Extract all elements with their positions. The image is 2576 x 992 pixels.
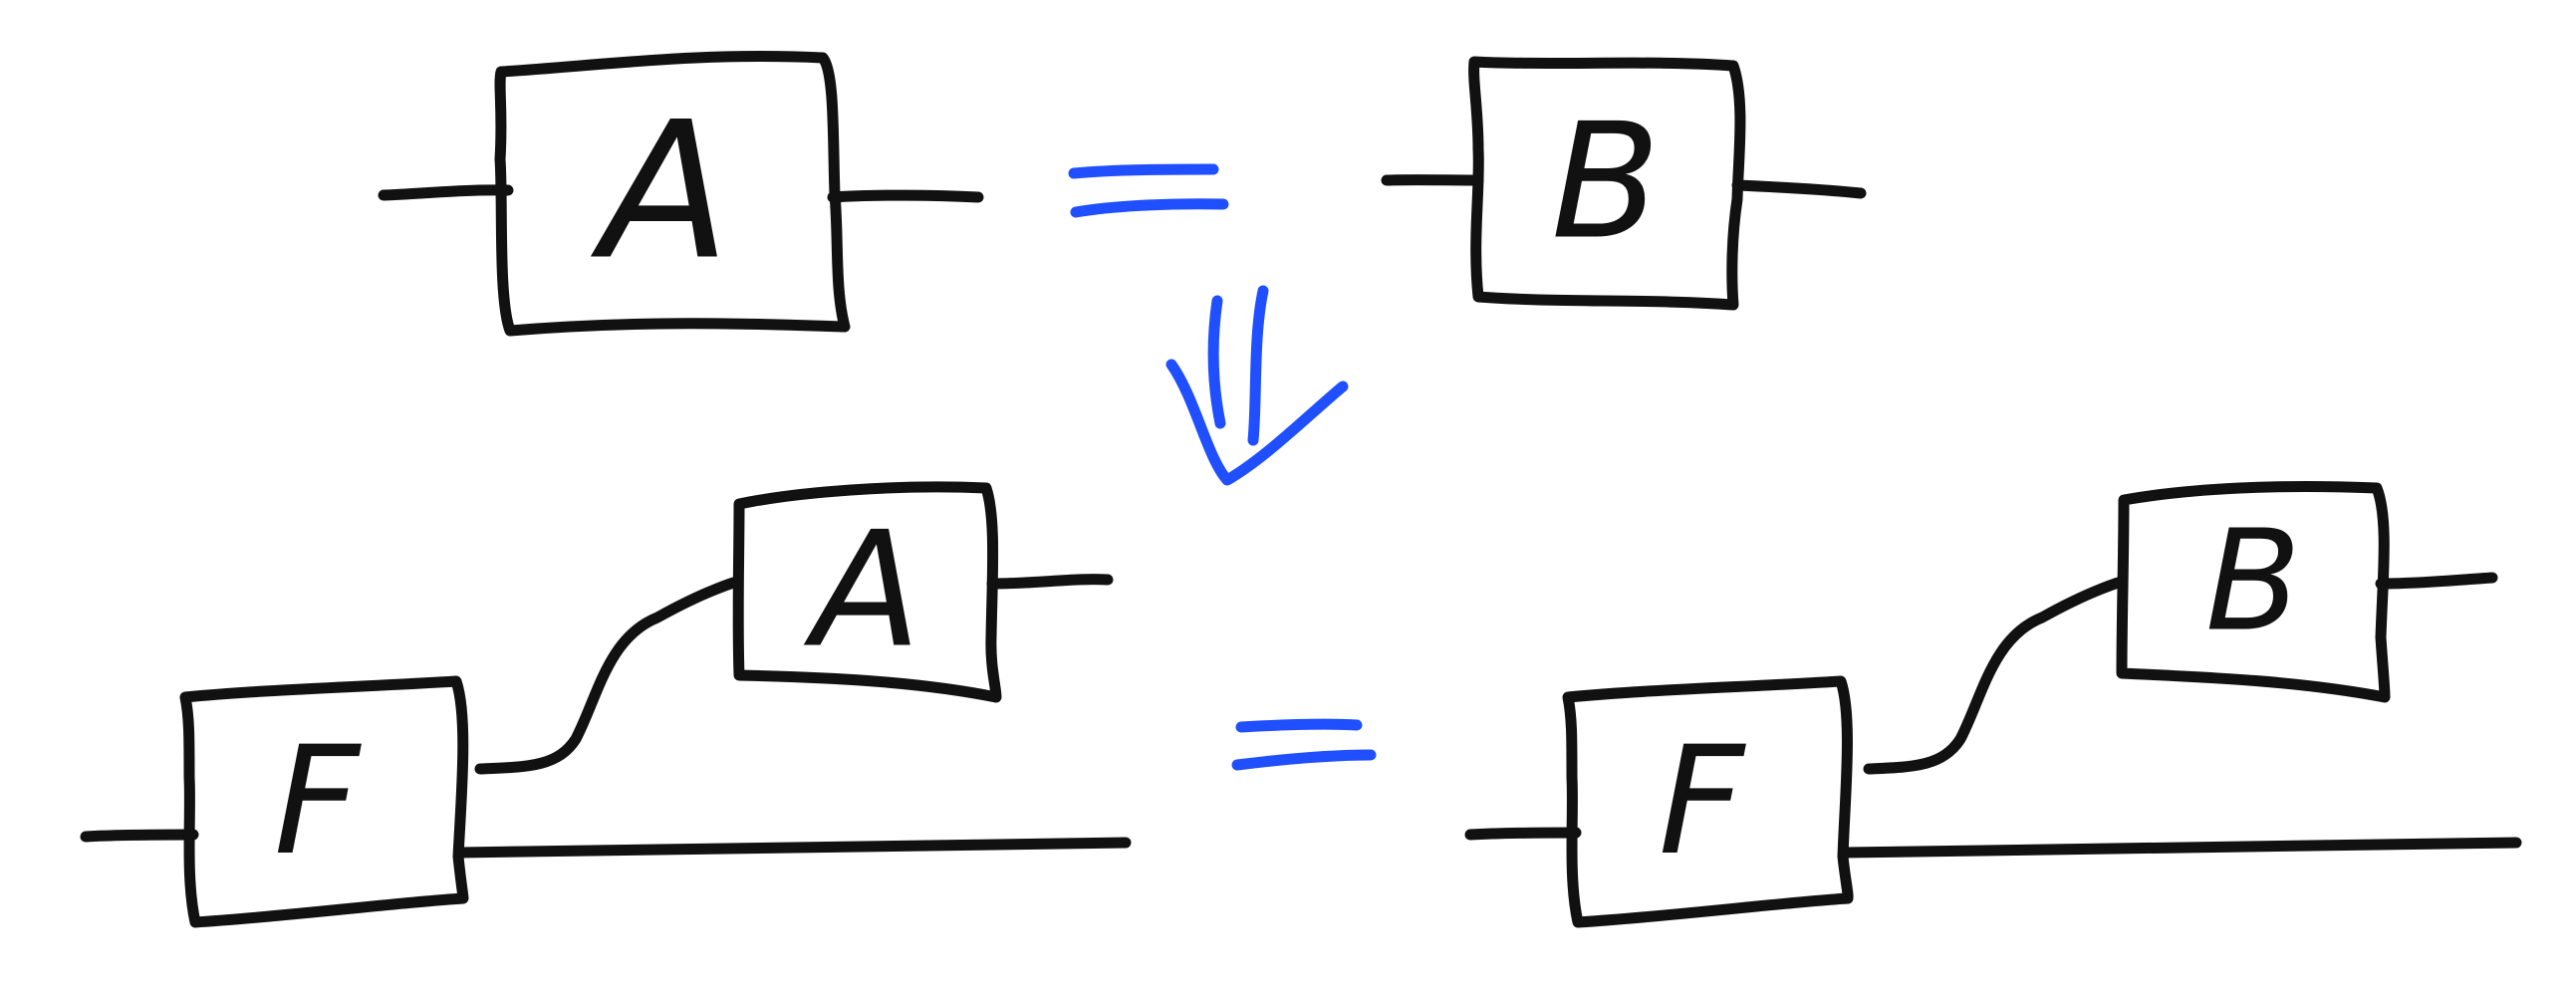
bottom-right-diagram: F B (1464, 481, 2522, 928)
bottom-left-a-box (732, 481, 1002, 703)
bottom-right-lower-wire (1839, 837, 2522, 859)
bottom-left-output-wire (986, 574, 1114, 590)
top-right-diagram: B (1381, 56, 1867, 311)
bottom-right-f-label: F (1659, 715, 1747, 888)
bottom-left-lower-wire (454, 837, 1132, 859)
bottom-right-output-wire (2375, 572, 2498, 590)
bottom-right-b-box (2116, 481, 2391, 703)
bottom-left-input-wire (80, 829, 199, 843)
bottom-left-a-label: A (803, 497, 920, 683)
top-b-box (1468, 56, 1746, 311)
bottom-left-f-label: F (274, 715, 363, 888)
top-b-label: B (1551, 89, 1661, 275)
bottom-left-connecting-wire (474, 576, 743, 775)
bottom-left-f-box (179, 675, 469, 928)
top-b-output-wire (1731, 179, 1867, 199)
top-a-output-wire (827, 189, 984, 203)
top-a-label: A (590, 82, 730, 302)
top-a-input-wire (378, 184, 514, 201)
bottom-right-f-box (1562, 675, 1854, 928)
bottom-right-input-wire (1464, 827, 1582, 841)
bottom-left-diagram: F A (80, 481, 1132, 928)
top-equals-sign (1068, 163, 1229, 218)
top-a-box (494, 51, 851, 337)
bottom-right-b-label: B (2205, 501, 2301, 663)
bottom-right-connecting-wire (1863, 576, 2128, 775)
double-down-arrow-icon (1165, 285, 1349, 486)
top-left-diagram: A (378, 51, 984, 337)
bottom-equals-sign (1231, 718, 1377, 771)
